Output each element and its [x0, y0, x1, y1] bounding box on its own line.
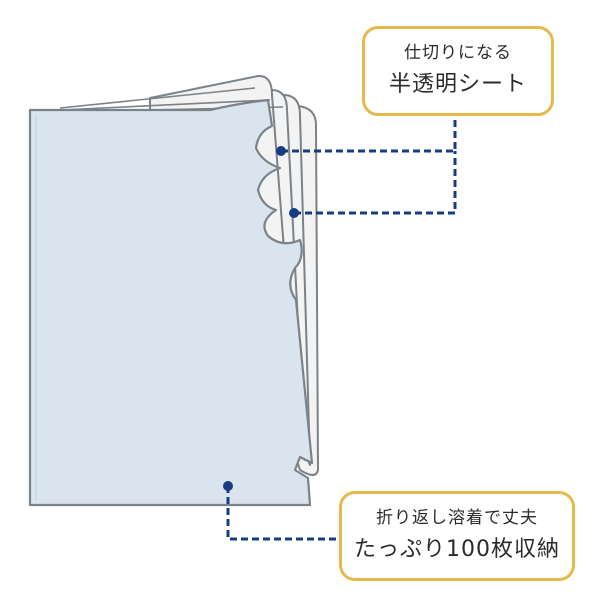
leader-dot-top-1: [276, 146, 286, 156]
callout-divider-sheets: 仕切りになる 半透明シート: [362, 26, 554, 116]
leader-dot-top-2: [289, 208, 299, 218]
leader-dot-bottom: [223, 481, 233, 491]
callout-top-line1: 仕切りになる: [404, 43, 512, 63]
leader-lines: [226, 116, 457, 541]
callout-bottom-line1: 折り返し溶着で丈夫: [376, 508, 538, 528]
leader-top-1: [281, 116, 457, 153]
callout-welded-edge: 折り返し溶着で丈夫 たっぷり100枚収納: [339, 491, 575, 581]
callout-top-line2: 半透明シート: [388, 72, 527, 97]
leader-bottom: [226, 486, 339, 541]
front-folder: [28, 98, 314, 507]
leader-top-2: [294, 151, 457, 215]
callout-bottom-line2: たっぷり100枚収納: [354, 537, 560, 562]
